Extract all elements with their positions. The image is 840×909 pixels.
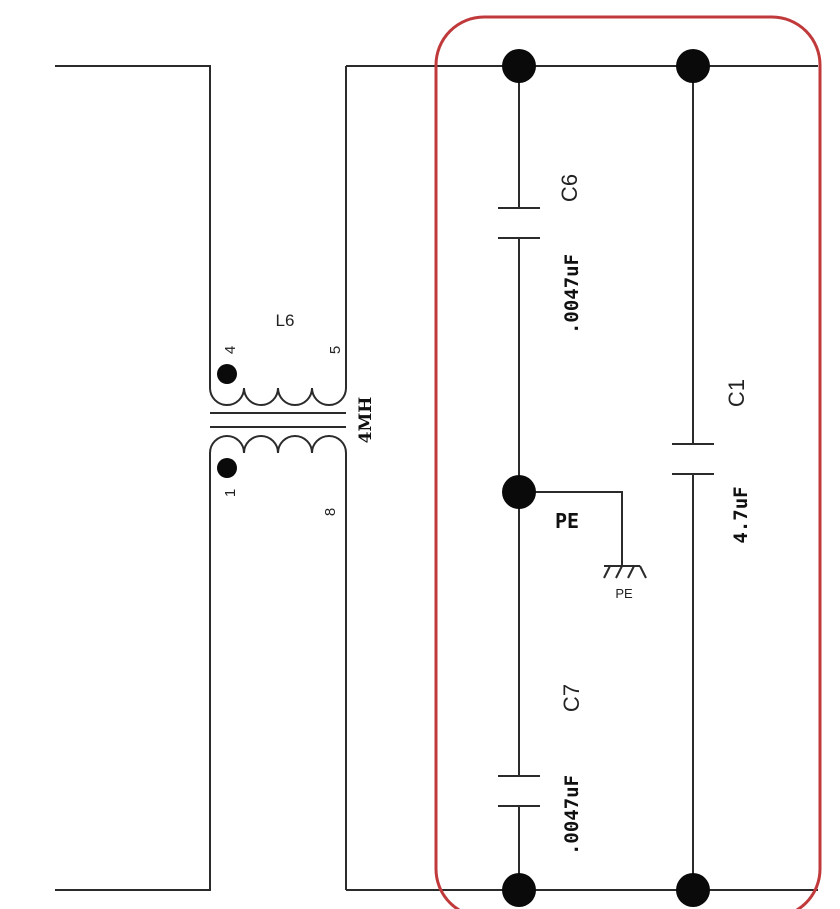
junction-top-c6 <box>502 49 536 83</box>
polarity-dot-top <box>217 364 237 384</box>
capacitor-c1: C1 4.7uF <box>672 66 752 890</box>
ground-hatch-1 <box>603 565 611 579</box>
highlight-box <box>434 15 822 909</box>
inductor-bottom-winding <box>209 435 347 890</box>
c6-value-label: .0047uF <box>561 254 583 334</box>
polarity-dot-bottom <box>217 458 237 478</box>
wire-bottom-left <box>55 470 211 891</box>
c7-value-label: .0047uF <box>561 775 583 855</box>
ground-hatch-3 <box>627 565 635 579</box>
pe-ground-symbol-label: PE <box>615 586 633 601</box>
junction-pe <box>502 475 536 509</box>
pe-ground: PE PE <box>519 491 647 601</box>
pin-4-label: 4 <box>222 346 239 354</box>
left-wiring <box>55 65 211 891</box>
pe-wire <box>519 491 623 566</box>
c1-ref-label: C1 <box>724 379 749 407</box>
junction-bottom-c7 <box>502 873 536 907</box>
c6-ref-label: C6 <box>557 174 582 202</box>
wire-top-left <box>55 65 211 345</box>
rails <box>346 65 818 891</box>
pe-net-label: PE <box>555 509 579 533</box>
inductor-l6: L6 4 5 1 8 4MH <box>209 66 376 890</box>
ground-hatch-2 <box>615 565 623 579</box>
inductor-ref-label: L6 <box>276 311 295 330</box>
c1-value-label: 4.7uF <box>730 486 752 543</box>
ground-hatch-4 <box>639 565 647 579</box>
junctions <box>502 49 710 907</box>
pin-1-label: 1 <box>222 489 239 497</box>
inductor-top-winding <box>209 66 347 406</box>
junction-bottom-c1 <box>676 873 710 907</box>
pin-8-label: 8 <box>322 508 339 516</box>
c7-ref-label: C7 <box>559 684 584 712</box>
inductor-value-label: 4MH <box>356 397 376 444</box>
pin-5-label: 5 <box>327 346 344 354</box>
junction-top-c1 <box>676 49 710 83</box>
